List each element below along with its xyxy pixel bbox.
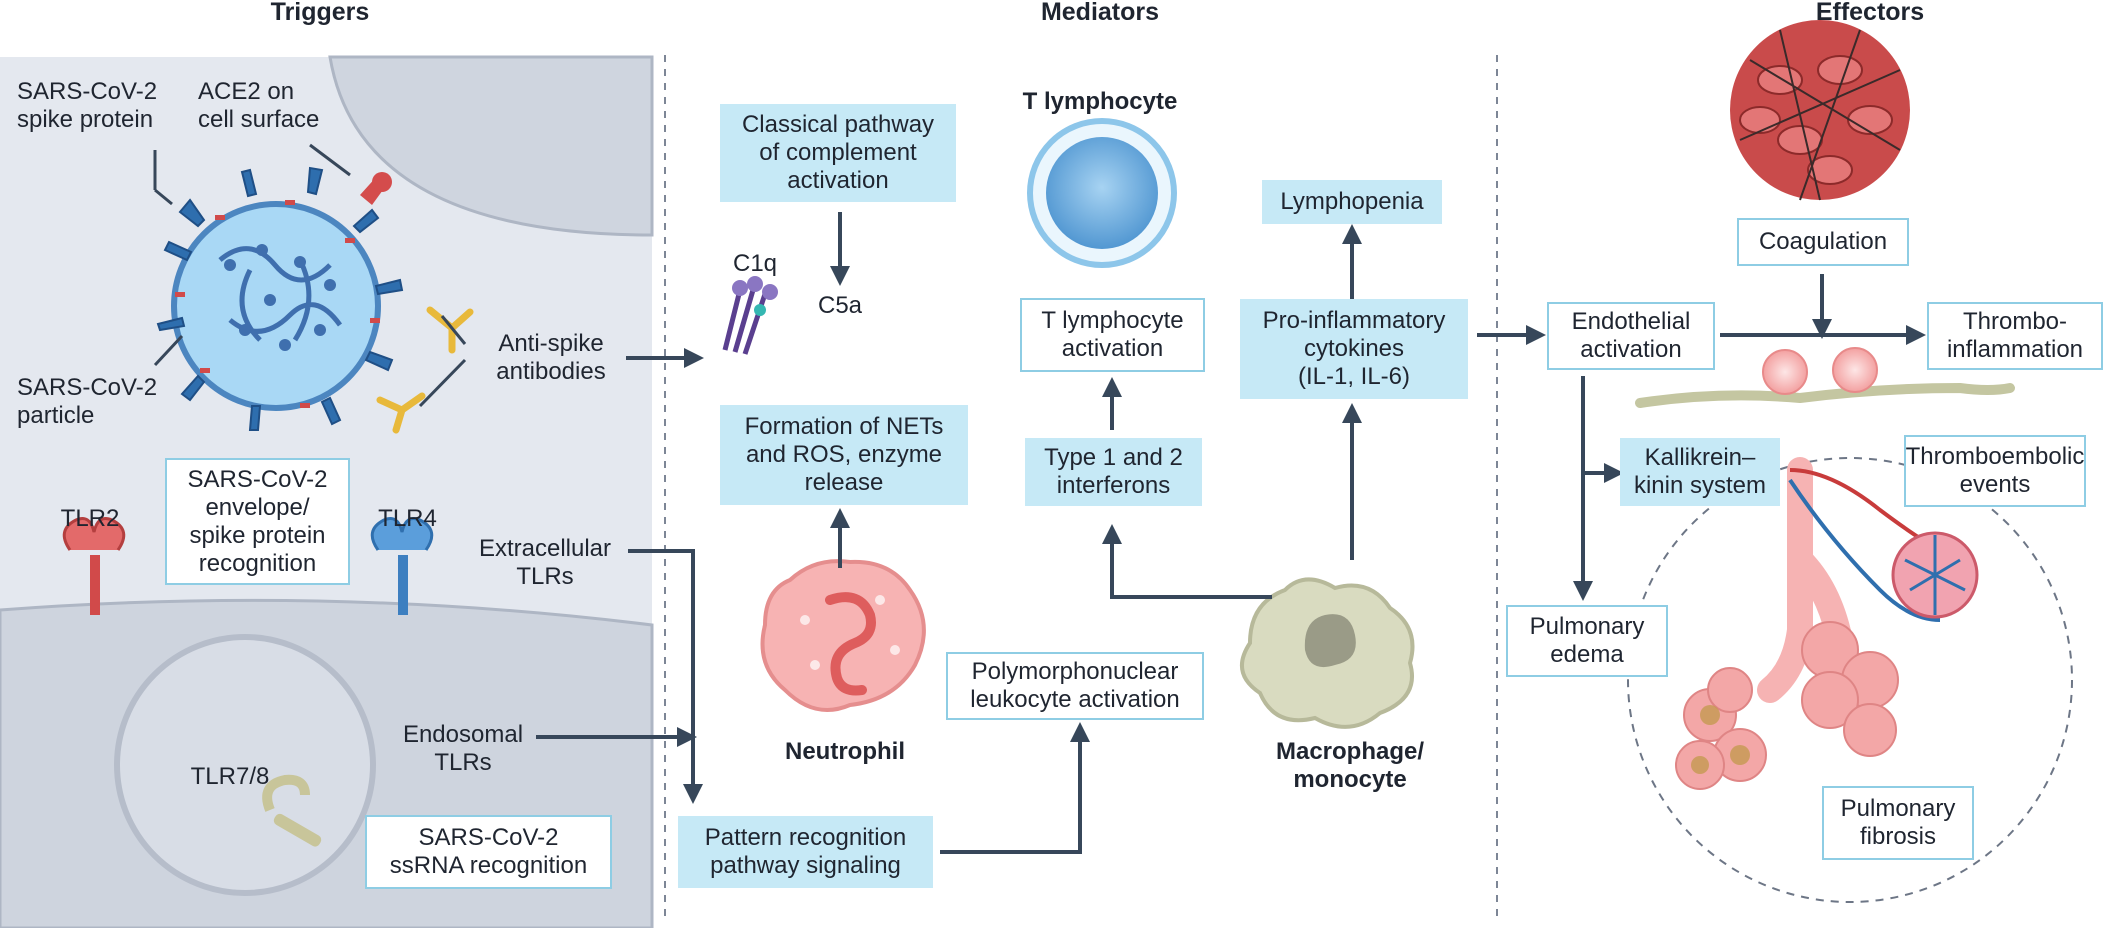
- cell-membrane-panel: [0, 55, 654, 928]
- box-pulmonary-fibrosis: Pulmonary fibrosis: [1822, 786, 1974, 860]
- box-pulmonary-edema: Pulmonary edema: [1506, 605, 1668, 677]
- label-tlr78: TLR7/8: [190, 763, 270, 790]
- label-spike-protein: SARS-CoV-2 spike protein: [17, 78, 158, 133]
- box-prr-signaling: Pattern recognition pathway signaling: [678, 816, 933, 888]
- flow-arrows: [536, 212, 1926, 854]
- label-ace2: ACE2 on cell surface: [198, 78, 320, 133]
- box-ssrna-recognition: SARS-CoV-2 ssRNA recognition: [365, 815, 612, 889]
- header-triggers: Triggers: [270, 0, 370, 26]
- header-mediators: Mediators: [1040, 0, 1160, 26]
- neutrophil-cell-icon: [760, 559, 926, 712]
- tlr4-receptor-icon: [370, 517, 434, 615]
- column-dividers: [664, 55, 1498, 920]
- macrophage-cell-icon: [1240, 577, 1415, 729]
- tlr2-receptor-icon: [62, 517, 126, 615]
- lung-icon: [1627, 457, 2073, 903]
- blood-clot-icon: [1730, 20, 1910, 201]
- virus-particle-icon: [156, 166, 404, 431]
- box-t-activation: T lymphocyte activation: [1020, 298, 1205, 372]
- box-interferons: Type 1 and 2 interferons: [1025, 438, 1202, 506]
- box-coagulation: Coagulation: [1737, 218, 1909, 266]
- box-thrombo-inflammation: Thrombo- inflammation: [1927, 302, 2103, 370]
- endothelium-icon: [1635, 347, 2015, 408]
- box-cytokines: Pro-inflammatory cytokines (IL-1, IL-6): [1240, 299, 1468, 399]
- c1q-complex-icon: [722, 276, 778, 355]
- box-pmn-activation: Polymorphonuclear leukocyte activation: [946, 652, 1204, 720]
- label-anti-spike: Anti-spike antibodies: [496, 330, 606, 385]
- connector-lines: [153, 143, 467, 408]
- label-c5a: C5a: [817, 292, 863, 319]
- title-macrophage: Macrophage/ monocyte: [1275, 738, 1425, 793]
- label-c1q: C1q: [732, 250, 778, 277]
- box-thromboembolic: Thromboembolic events: [1904, 435, 2086, 507]
- title-t-lymphocyte: T lymphocyte: [1022, 88, 1178, 115]
- label-particle: SARS-CoV-2 particle: [17, 374, 158, 429]
- box-kallikrein: Kallikrein– kinin system: [1620, 438, 1780, 506]
- label-tlr2: TLR2: [60, 505, 120, 532]
- tlr78-receptor-icon: [262, 774, 322, 847]
- box-complement: Classical pathway of complement activati…: [720, 104, 956, 202]
- box-nets: Formation of NETs and ROS, enzyme releas…: [720, 405, 968, 505]
- label-tlr4: TLR4: [378, 505, 437, 532]
- box-endothelial: Endothelial activation: [1547, 302, 1715, 370]
- box-envelope-recognition: SARS-CoV-2 envelope/ spike protein recog…: [165, 458, 350, 585]
- header-effectors: Effectors: [1815, 0, 1925, 26]
- title-neutrophil: Neutrophil: [785, 738, 905, 765]
- box-lymphopenia: Lymphopenia: [1262, 180, 1442, 224]
- label-extracellular-tlrs: Extracellular TLRs: [478, 535, 612, 590]
- t-lymphocyte-cell-icon: [1027, 118, 1177, 268]
- label-endosomal-tlrs: Endosomal TLRs: [402, 721, 524, 776]
